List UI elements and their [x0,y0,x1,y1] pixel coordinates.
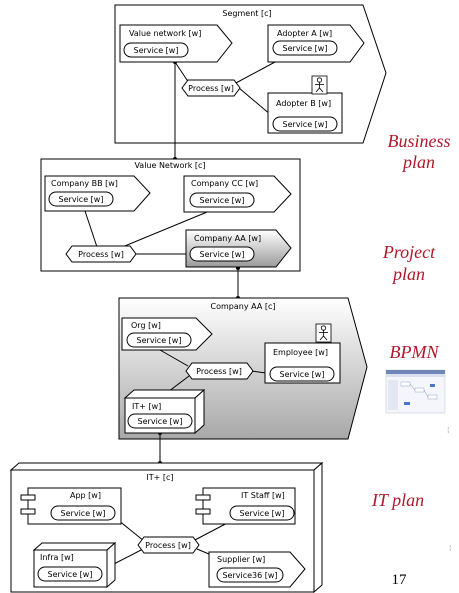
process-label: Process [w] [78,250,124,259]
value-network-diagram: Value Network [c] Company BB [w] Service… [40,158,301,300]
service-pill [269,366,335,382]
app-label: App [w] [70,491,101,500]
project-plan-line1: Project [382,242,436,262]
it-plus-diagram: IT+ [c] App [w] Service [w] IT Staff [w]… [9,461,324,593]
connector [111,548,144,566]
service-pill [127,413,193,429]
adopter-a-label: Adopter A [w] [277,29,332,38]
component-tab [195,494,211,501]
connector [114,209,213,251]
supplier-label: Supplier [w] [217,555,265,564]
project-plan-line2: plan [391,264,425,284]
connector [159,349,189,367]
page-number: 17 [392,572,408,588]
segment-title: Segment [c] [222,9,271,18]
component-tab [195,508,211,515]
company-cc-label: Company CC [w] [191,179,258,188]
infra-box-top [32,542,117,551]
process-node [65,245,137,263]
value-network-label: Value network [w] [129,29,201,38]
connector [174,61,190,84]
edge-mark: ¦ [449,544,451,552]
bpmn-label: BPMN [390,342,440,362]
service-label: Service [w] [283,120,328,129]
service-pill [123,42,189,58]
adopter-b-label: Adopter B [w] [276,99,331,108]
service-label: Service [w] [200,250,245,259]
edge-mark: ¦ [447,426,449,434]
company-aa-diagram: Company AA [c] Org [w] Service [w] Proce… [118,297,368,465]
process-node [181,79,241,97]
service-label: Service [w] [240,509,285,518]
service-label: Service [w] [134,46,179,55]
it-plus-box-top [123,389,206,399]
service-label: Service [w] [48,570,93,579]
business-plan-line1: Business [388,131,451,151]
value-network-title: Value Network [c] [134,161,205,170]
service-label: Service [w] [137,336,182,345]
service36-label: Service36 [w] [222,571,277,580]
service-pill [272,40,338,56]
service-pill [229,505,295,521]
service-label: Service [w] [59,195,104,204]
service-pill [216,567,284,583]
process-label: Process [w] [196,367,242,376]
company-aa-label: Company AA [w] [194,234,261,243]
service-label: Service [w] [200,196,245,205]
it-plan-label: IT plan [371,490,424,510]
connector [83,207,98,248]
infra-label: Infra [w] [40,553,74,562]
business-plan-line2: plan [401,152,435,172]
service-pill [48,191,114,207]
connector [117,519,145,542]
it-plus-container-top [9,462,324,471]
service-pill [189,192,255,208]
component-tab [20,508,36,515]
company-bb-label: Company BB [w] [51,179,118,188]
it-plus-title: IT+ [c] [146,473,173,482]
service-pill [50,505,116,521]
process-label: Process [w] [188,84,234,93]
service-label: Service [w] [280,370,325,379]
service-label: Service [w] [283,44,328,53]
org-label: Org [w] [131,321,161,330]
process-label: Process [w] [145,541,191,550]
actor-icon [315,323,332,343]
actor-icon [311,75,328,95]
segment-diagram: Segment [c] Value network [w] Service [w… [114,4,387,161]
bpmn-thumbnail-image [385,369,446,414]
infra-box-side [106,541,116,589]
it-staff-label: IT Staff [w] [241,491,285,500]
it-plus-container-side [313,461,323,593]
service-pill [37,566,103,582]
connector [238,87,272,116]
service-pill [126,332,192,348]
employee-label: Employee [w] [273,348,328,357]
component-tab [20,494,36,501]
service-label: Service [w] [61,509,106,518]
service-pill [189,246,255,262]
company-aa-title: Company AA [c] [211,302,276,311]
process-node [185,362,254,380]
it-plus-label: IT+ [w] [132,402,161,411]
service-pill [272,116,338,132]
it-plus-box-side [194,388,205,435]
service-label: Service [w] [138,417,183,426]
process-node [137,536,200,554]
connector [233,61,276,85]
